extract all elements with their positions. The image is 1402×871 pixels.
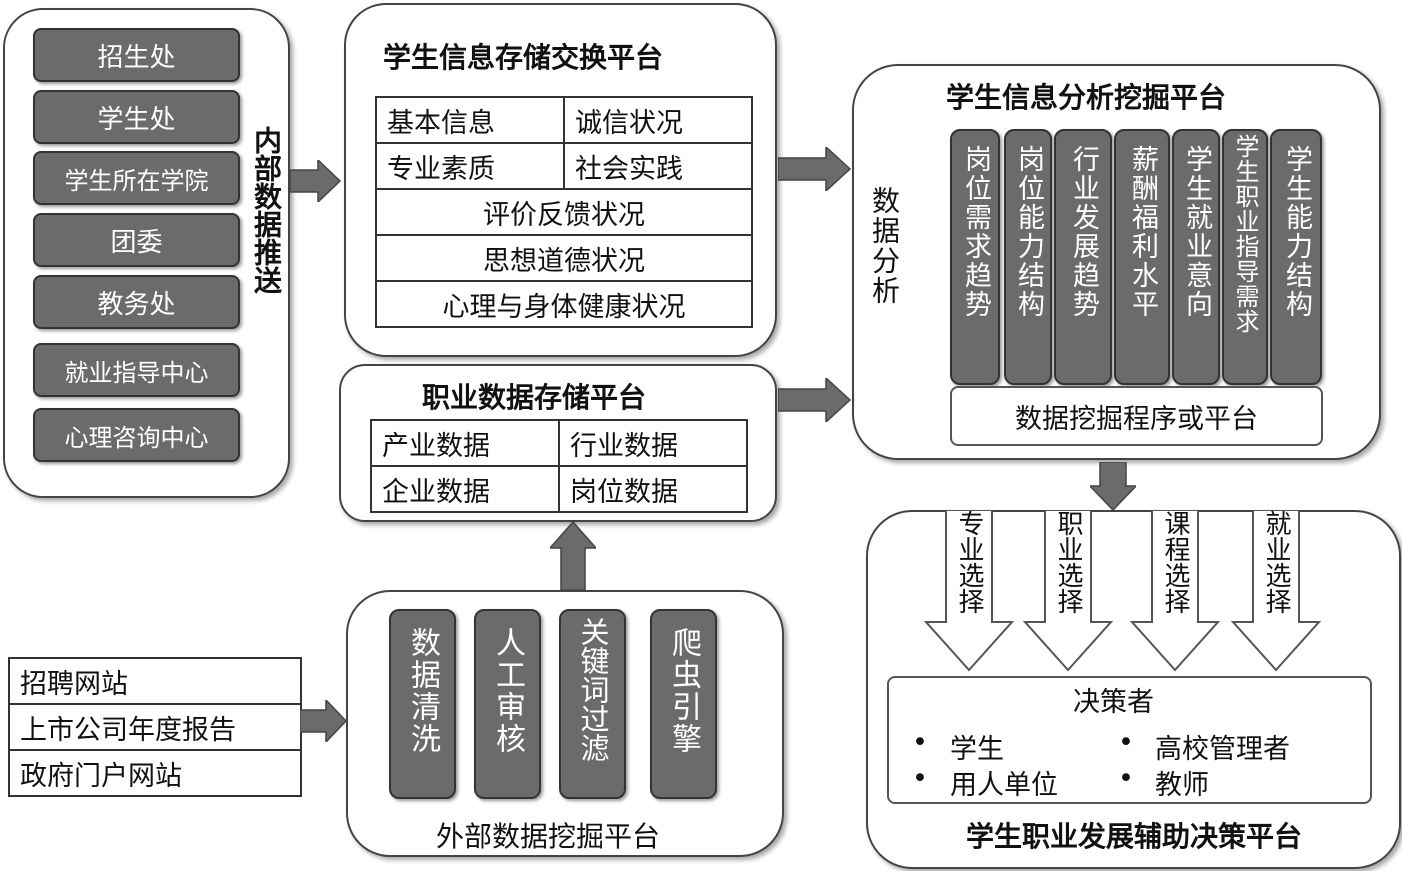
source-counseling-center: 心理咨询中心 (33, 408, 240, 462)
analysis-platform-title: 学生信息分析挖掘平台 (946, 81, 1227, 114)
table-row: 产业数据 行业数据 (370, 419, 748, 467)
table-row: 招聘网站 (8, 657, 302, 705)
choice-arrow-course (1130, 510, 1220, 672)
career-cell-sector: 行业数据 (558, 419, 748, 467)
storage-table: 基本信息 诚信状况 专业素质 社会实践 评价反馈状况 思想道德状况 心理与身体健… (375, 96, 753, 328)
career-platform-title: 职业数据存储平台 (422, 381, 647, 414)
analysis-col-job-demand: 岗位需求趋势 (950, 129, 1000, 385)
arrow-storage-to-analysis (778, 147, 852, 191)
arrow-external-sources-to-platform (300, 700, 348, 742)
decider-employer: 用人单位 (950, 770, 1058, 801)
career-cell-position: 岗位数据 (558, 465, 748, 513)
external-platform-title: 外部数据挖掘平台 (436, 820, 661, 853)
storage-cell-social: 社会实践 (563, 142, 753, 190)
source-youth-league: 团委 (33, 213, 240, 267)
internal-push-label: 内部数据推送 (250, 126, 283, 294)
decider-teacher: 教师 (1155, 770, 1209, 801)
external-source-gov-portal: 政府门户网站 (8, 749, 302, 797)
analysis-col-job-ability: 岗位能力结构 (1004, 129, 1052, 385)
storage-platform-title: 学生信息存储交换平台 (383, 41, 664, 74)
step-keyword-filter: 关键词过滤 (559, 609, 626, 799)
analysis-col-industry-trend: 行业发展趋势 (1054, 129, 1112, 385)
decision-platform-title: 学生职业发展辅助决策平台 (966, 820, 1303, 853)
table-row: 心理与身体健康状况 (375, 280, 753, 328)
analysis-col-employment-intent: 学生就业意向 (1172, 129, 1220, 385)
storage-cell-credit: 诚信状况 (563, 96, 753, 144)
source-academic-affairs: 教务处 (33, 275, 240, 329)
choice-arrow-career (1023, 510, 1113, 672)
storage-cell-major: 专业素质 (375, 142, 565, 190)
source-career-center: 就业指导中心 (33, 343, 240, 397)
table-row: 基本信息 诚信状况 (375, 96, 753, 144)
mining-program-label: 数据挖掘程序或平台 (1015, 403, 1258, 435)
table-row: 企业数据 岗位数据 (370, 465, 748, 513)
decider-box (887, 676, 1372, 804)
decider-title: 决策者 (1073, 687, 1154, 718)
decider-bullet-admin: • (1118, 727, 1134, 758)
choice-course-label: 课程选择 (1160, 510, 1190, 614)
arrow-career-to-analysis (778, 378, 852, 422)
table-row: 评价反馈状况 (375, 188, 753, 236)
choice-career-label: 职业选择 (1053, 510, 1083, 614)
decider-admin: 高校管理者 (1155, 734, 1290, 765)
step-data-cleaning: 数据清洗 (389, 609, 456, 799)
table-row: 上市公司年度报告 (8, 703, 302, 751)
decider-bullet-employer: • (912, 763, 928, 794)
table-row: 思想道德状况 (375, 234, 753, 282)
storage-row-health: 心理与身体健康状况 (375, 280, 753, 328)
decider-student: 学生 (950, 734, 1004, 765)
step-crawler-engine: 爬虫引擎 (650, 609, 717, 799)
external-source-recruiting: 招聘网站 (8, 657, 302, 705)
step-manual-review: 人工审核 (474, 609, 541, 799)
analysis-col-salary: 薪酬福利水平 (1114, 129, 1170, 385)
choice-employment-label: 就业选择 (1261, 510, 1291, 614)
analysis-col-student-ability: 学生能力结构 (1270, 129, 1322, 385)
external-source-annual-report: 上市公司年度报告 (8, 703, 302, 751)
source-admissions: 招生处 (33, 28, 240, 82)
decider-bullet-student: • (912, 727, 928, 758)
data-analysis-label: 数据分析 (868, 186, 901, 306)
career-table: 产业数据 行业数据 企业数据 岗位数据 (370, 419, 748, 513)
career-cell-industry: 产业数据 (370, 419, 560, 467)
analysis-col-guidance-need: 学生职业指导需求 (1222, 129, 1268, 385)
arrow-analysis-to-decision (1090, 462, 1136, 512)
source-college: 学生所在学院 (33, 151, 240, 205)
arrow-external-to-career (550, 522, 596, 590)
storage-cell-basic: 基本信息 (375, 96, 565, 144)
table-row: 专业素质 社会实践 (375, 142, 753, 190)
career-cell-enterprise: 企业数据 (370, 465, 560, 513)
choice-arrow-major (924, 510, 1014, 672)
storage-row-moral: 思想道德状况 (375, 234, 753, 282)
table-row: 政府门户网站 (8, 749, 302, 797)
decider-bullet-teacher: • (1118, 763, 1134, 794)
arrow-internal-to-storage (290, 160, 342, 202)
choice-major-label: 专业选择 (954, 510, 984, 614)
mining-program-box: 数据挖掘程序或平台 (950, 386, 1323, 446)
storage-row-feedback: 评价反馈状况 (375, 188, 753, 236)
choice-arrow-employment (1231, 510, 1321, 672)
source-student-affairs: 学生处 (33, 90, 240, 144)
external-sources-table: 招聘网站 上市公司年度报告 政府门户网站 (8, 657, 302, 797)
